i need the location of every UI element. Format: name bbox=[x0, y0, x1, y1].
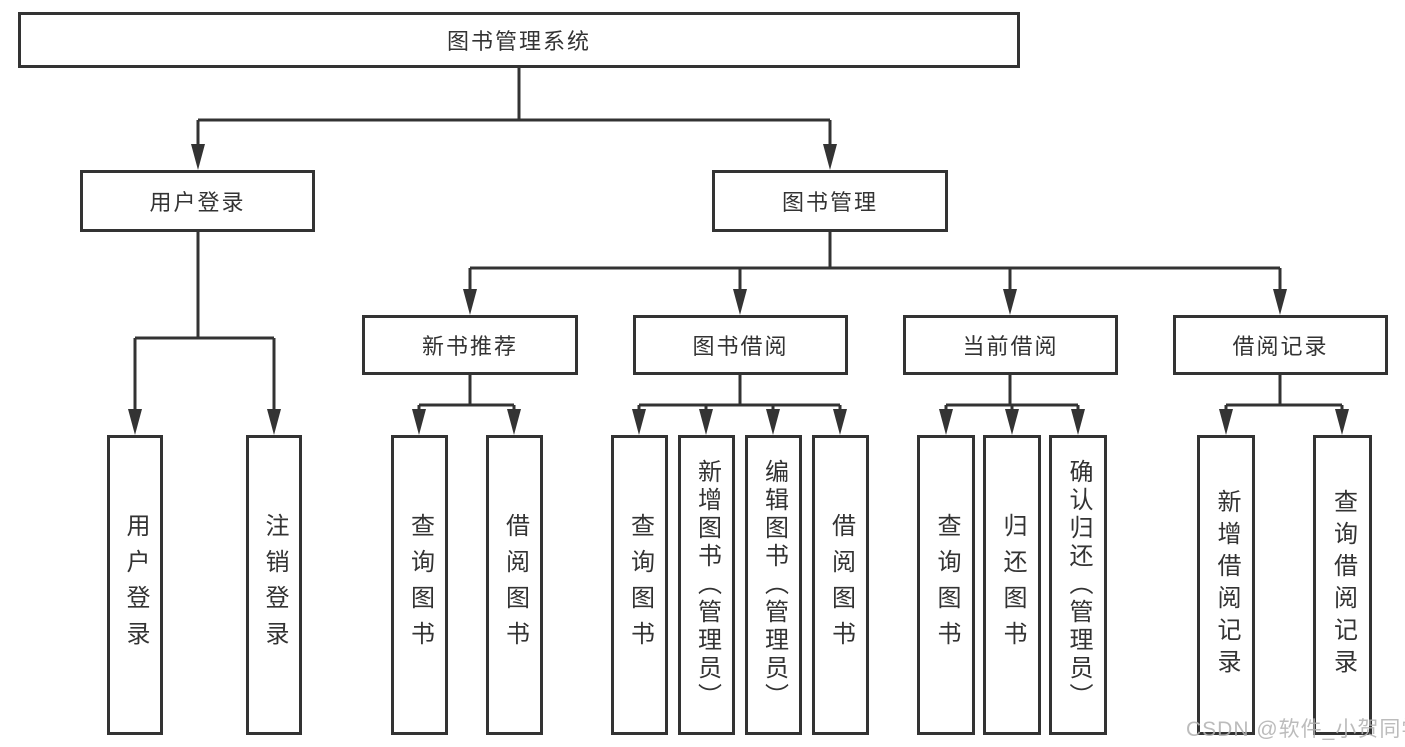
node-leaf-cb-return-books-label: 归还图书 bbox=[999, 513, 1026, 657]
node-leaf-cb-return-books: 归还图书 bbox=[983, 435, 1041, 735]
node-leaf-rec-query-books-label: 查询图书 bbox=[406, 513, 434, 657]
node-book-borrow-label: 图书借阅 bbox=[692, 334, 789, 359]
node-leaf-br-query-record: 查询借阅记录 bbox=[1313, 435, 1372, 735]
node-book-management: 图书管理 bbox=[712, 170, 948, 232]
arrow-down-icon bbox=[1003, 289, 1017, 315]
node-leaf-cb-query-books: 查询图书 bbox=[917, 435, 975, 735]
arrow-down-icon bbox=[507, 409, 521, 435]
arrow-down-icon bbox=[1005, 409, 1019, 435]
arrow-down-icon bbox=[267, 409, 281, 435]
node-borrow-records: 借阅记录 bbox=[1173, 315, 1388, 375]
node-user-login-label: 用户登录 bbox=[149, 190, 246, 215]
node-leaf-rec-borrow-books: 借阅图书 bbox=[486, 435, 543, 735]
arrow-down-icon bbox=[1219, 409, 1233, 435]
arrow-down-icon bbox=[939, 409, 953, 435]
csdn-watermark: CSDN @软件_小贺同学 bbox=[1186, 718, 1405, 741]
node-leaf-bb-edit-books-label: 编辑图书（管理员） bbox=[760, 459, 788, 711]
node-leaf-logout: 注销登录 bbox=[246, 435, 302, 735]
node-leaf-cb-confirm-return-label: 确认归还（管理员） bbox=[1065, 459, 1092, 711]
node-leaf-bb-add-books-label: 新增图书（管理员） bbox=[693, 459, 721, 711]
node-leaf-rec-query-books: 查询图书 bbox=[391, 435, 448, 735]
arrow-down-icon bbox=[632, 409, 646, 435]
node-leaf-bb-query-books-label: 查询图书 bbox=[626, 513, 654, 657]
node-leaf-br-query-record-label: 查询借阅记录 bbox=[1329, 489, 1357, 681]
node-root: 图书管理系统 bbox=[18, 12, 1020, 68]
node-leaf-cb-query-books-label: 查询图书 bbox=[933, 513, 960, 657]
node-leaf-bb-query-books: 查询图书 bbox=[611, 435, 668, 735]
node-leaf-br-add-record-label: 新增借阅记录 bbox=[1213, 489, 1240, 681]
node-user-login: 用户登录 bbox=[80, 170, 315, 232]
node-leaf-br-add-record: 新增借阅记录 bbox=[1197, 435, 1255, 735]
arrow-down-icon bbox=[1335, 409, 1349, 435]
node-root-label: 图书管理系统 bbox=[446, 29, 591, 54]
node-current-borrow-label: 当前借阅 bbox=[962, 334, 1059, 359]
node-leaf-bb-edit-books: 编辑图书（管理员） bbox=[745, 435, 802, 735]
arrow-down-icon bbox=[191, 144, 205, 170]
node-book-borrow: 图书借阅 bbox=[633, 315, 848, 375]
node-current-borrow: 当前借阅 bbox=[903, 315, 1118, 375]
arrow-down-icon bbox=[1071, 409, 1085, 435]
node-leaf-bb-add-books: 新增图书（管理员） bbox=[678, 435, 735, 735]
tree-edges bbox=[133, 68, 1344, 412]
node-leaf-bb-borrow-books: 借阅图书 bbox=[812, 435, 869, 735]
arrow-down-icon bbox=[463, 289, 477, 315]
node-book-management-label: 图书管理 bbox=[781, 190, 878, 215]
node-new-book-recommend: 新书推荐 bbox=[362, 315, 578, 375]
arrow-down-icon bbox=[128, 409, 142, 435]
node-leaf-bb-borrow-books-label: 借阅图书 bbox=[827, 513, 855, 657]
arrow-down-icon bbox=[823, 144, 837, 170]
node-new-book-recommend-label: 新书推荐 bbox=[421, 334, 518, 359]
node-leaf-cb-confirm-return: 确认归还（管理员） bbox=[1049, 435, 1107, 735]
arrowhead-icons bbox=[128, 144, 1349, 435]
node-leaf-logout-label: 注销登录 bbox=[261, 513, 288, 657]
node-borrow-records-label: 借阅记录 bbox=[1232, 334, 1329, 359]
node-leaf-rec-borrow-books-label: 借阅图书 bbox=[501, 513, 529, 657]
arrow-down-icon bbox=[412, 409, 426, 435]
node-leaf-user-login: 用户登录 bbox=[107, 435, 163, 735]
arrow-down-icon bbox=[833, 409, 847, 435]
arrow-down-icon bbox=[733, 289, 747, 315]
arrow-down-icon bbox=[766, 409, 780, 435]
arrow-down-icon bbox=[699, 409, 713, 435]
node-leaf-user-login-label: 用户登录 bbox=[122, 513, 149, 657]
arrow-down-icon bbox=[1273, 289, 1287, 315]
